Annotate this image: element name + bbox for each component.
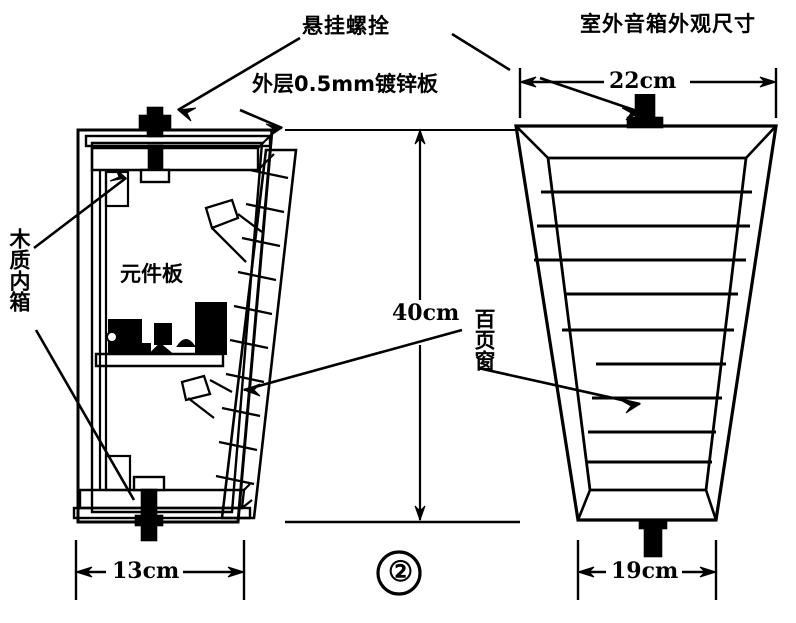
cabinet-inner-trapezoid: [546, 156, 748, 492]
outer-shell-outline: [76, 128, 274, 524]
dimension-height-40cm: [285, 128, 520, 524]
left-cross-section-view: [72, 106, 298, 542]
louver-slat-band: [215, 148, 298, 520]
top-hanging-bolt-left: [138, 106, 172, 184]
label-outdoor-speaker-dimensions: 室外音箱外观尺寸: [580, 12, 756, 36]
leader-hanging-bolt-left: [177, 36, 301, 112]
label-louver-window: 百页窗: [472, 308, 497, 371]
inner-left-wall: [98, 170, 108, 490]
label-wooden-inner-box: 木质内箱: [7, 228, 32, 312]
leader-galvanized-plate: [239, 108, 283, 130]
leader-wooden-box-upper: [33, 176, 127, 250]
louver-slats-front: [534, 190, 752, 464]
leader-wooden-box-lower: [34, 329, 136, 501]
figure-number: ②: [388, 555, 414, 588]
dimension-bottom-width-13cm: [74, 540, 246, 600]
dimension-top-width-22cm: [518, 68, 778, 118]
leader-hanging-bolt-right: [451, 32, 511, 72]
leader-outdoor-dims: [539, 76, 641, 114]
corner-block-bottom: [104, 454, 132, 492]
label-component-board: 元件板: [120, 262, 183, 286]
wooden-inner-box-outline: [90, 141, 264, 514]
bottom-hanging-bolt-left: [132, 475, 166, 542]
label-outer-galvanized-plate: 外层0.5mm镀锌板: [252, 72, 438, 96]
leader-lines: [33, 32, 642, 501]
deflector-vane-upper: [204, 198, 263, 263]
top-panel: [84, 133, 275, 172]
deflector-vane-lower: [180, 374, 233, 419]
leader-louver-left: [243, 328, 463, 392]
figure-number-circle: [376, 550, 422, 596]
bottom-hanging-bolt-right: [638, 518, 668, 558]
right-front-elevation-view: [514, 90, 778, 558]
component-shelf: [94, 352, 225, 368]
dimension-label-height: 40cm: [387, 300, 465, 326]
dimension-label-side-bottom-width: 13cm: [108, 558, 184, 584]
dimension-label-front-bottom-width: 19cm: [607, 558, 683, 584]
dimension-label-top-width: 22cm: [605, 68, 681, 94]
dimension-bottom-width-19cm: [576, 540, 718, 600]
leader-louver-right: [477, 366, 641, 406]
electronic-components: [106, 302, 227, 355]
label-hanging-bolt: 悬挂螺拴: [302, 14, 390, 38]
